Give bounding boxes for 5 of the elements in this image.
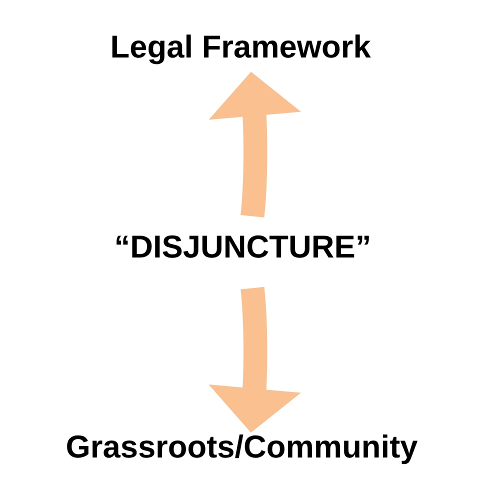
node-text: Legal Framework bbox=[110, 28, 371, 65]
node-text: Grassroots/Community bbox=[66, 428, 418, 465]
node-text: “DISJUNCTURE” bbox=[114, 228, 372, 265]
arrow bbox=[208, 72, 301, 218]
arrow bbox=[208, 286, 301, 433]
